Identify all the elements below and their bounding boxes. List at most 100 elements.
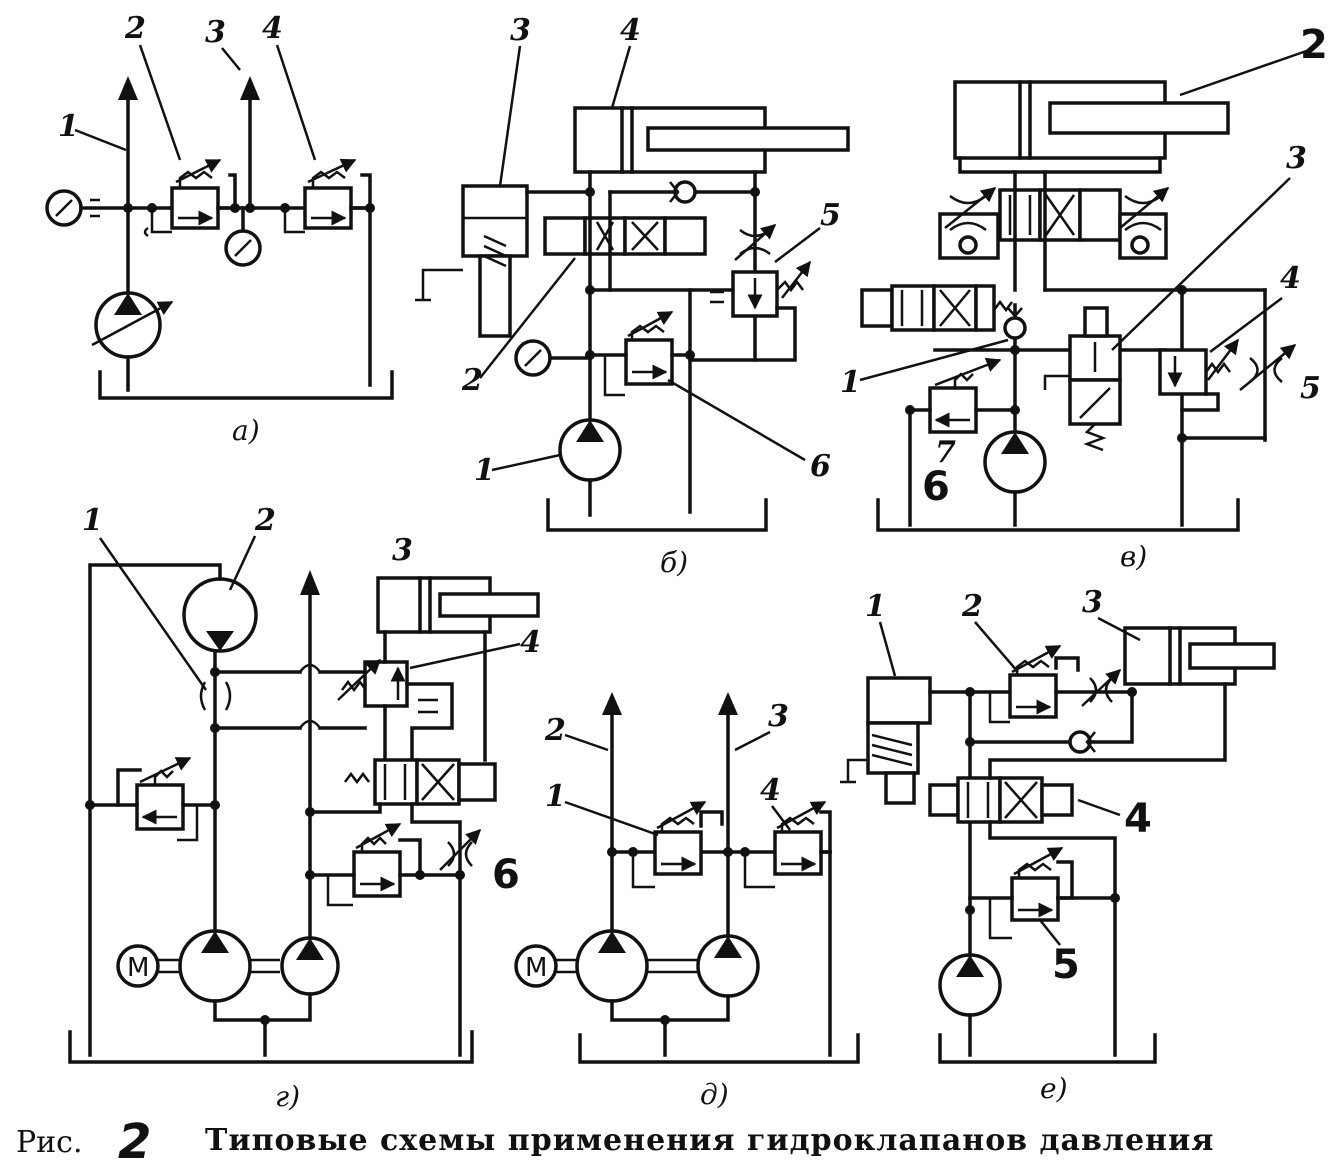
panel-v-label-2: 2 — [1300, 22, 1328, 68]
panel-g-label-4: 4 — [520, 625, 541, 660]
panel-d: M — [514, 692, 860, 1111]
panel-a-tank — [98, 370, 394, 400]
panel-b-label-6: 6 — [810, 449, 831, 484]
panel-v-pressure-valve-4 — [1158, 338, 1239, 412]
svg-text:M: M — [127, 953, 149, 983]
panel-b-label-4: 4 — [620, 13, 641, 48]
panel-v-relief-valve-6 — [905, 357, 1020, 527]
panel-e-throttle — [1081, 668, 1122, 707]
panel-v-pump — [983, 430, 1047, 527]
panel-a-arrow-3 — [240, 76, 260, 100]
panel-e-check-valve — [968, 690, 1134, 754]
panel-d-pump-left — [575, 929, 649, 1003]
panel-b-pressure-valve-5 — [688, 260, 811, 362]
panel-v-directional-valve-top — [998, 188, 1122, 242]
panel-g-pump-main — [178, 929, 252, 1003]
panel-v-label-3: 3 — [1286, 141, 1307, 176]
panel-v-throttle-5 — [1177, 344, 1297, 443]
panel-b-label-3: 3 — [510, 13, 531, 48]
panel-e-sublabel: е) — [1040, 1072, 1068, 1105]
panel-v-tank — [876, 498, 1240, 532]
panel-e-cylinder-3 — [1123, 626, 1276, 686]
panel-d-relief-valve-1 — [631, 800, 724, 889]
panel-e-label-5: 5 — [1052, 942, 1080, 988]
panel-b-pump-1 — [558, 418, 622, 517]
panel-a-variable-pump — [91, 291, 174, 392]
panel-a-arrow-1 — [118, 76, 138, 100]
caption-number: 2 — [118, 1114, 151, 1170]
panel-v-label-6: 6 — [922, 464, 950, 510]
panel-d-label-4: 4 — [760, 773, 781, 808]
panel-b-sublabel: б) — [660, 546, 688, 579]
panel-b-sequence-unit-3 — [415, 184, 592, 338]
panel-e-label-2: 2 — [961, 589, 983, 624]
panel-b: 3 4 5 2 1 6 б) — [415, 13, 850, 579]
panel-v-cylinder-2 — [953, 80, 1230, 174]
panel-e-label-4: 4 — [1124, 796, 1152, 842]
panel-e-pump — [938, 953, 1002, 1057]
panel-g-pressure-valve-lower — [308, 822, 465, 907]
panel-d-relief-valve-4 — [743, 800, 832, 889]
panel-d-motor: M — [514, 944, 578, 988]
panel-g-cylinder-3 — [376, 576, 540, 634]
panel-b-label-1: 1 — [474, 453, 495, 488]
panel-b-pressure-gauge — [514, 339, 592, 377]
caption-prefix: Рис. — [16, 1125, 83, 1160]
panel-e-tank — [938, 1033, 1157, 1064]
panel-d-arrow-2 — [602, 692, 622, 715]
panel-g-directional-valve — [308, 630, 497, 1057]
panel-a-label-4: 4 — [262, 11, 283, 46]
panel-e-relief-valve-5 — [968, 846, 1117, 940]
panel-a-sublabel: а) — [232, 414, 260, 447]
caption-text: Типовые схемы применения гидроклапанов д… — [205, 1123, 1214, 1158]
panel-a-relief-valve-2 — [143, 158, 237, 238]
panel-v-label-7: 7 — [935, 435, 956, 470]
panel-b-label-5: 5 — [820, 198, 841, 233]
panel-v-directional-valve-left — [860, 284, 1013, 332]
panel-e-label-3: 3 — [1082, 585, 1103, 620]
panel-e-sequence-unit-1 — [840, 676, 932, 805]
panel-v: 2 3 4 5 1 7 6 в) — [840, 22, 1328, 573]
panel-a-label-1: 1 — [58, 109, 79, 144]
panel-a: 1 2 3 4 а) — [45, 11, 394, 447]
panel-e: 1 2 3 4 5 е) — [840, 585, 1276, 1105]
panel-d-pump-right — [696, 934, 760, 998]
panel-v-sublabel: в) — [1120, 540, 1147, 573]
panel-v-throttle-check-right — [1118, 187, 1170, 260]
panel-a-pressure-gauge-left — [45, 189, 130, 227]
panel-g-label-3: 3 — [392, 533, 413, 568]
panel-a-label-2: 2 — [124, 11, 146, 46]
panel-v-label-1: 1 — [840, 365, 861, 400]
panel-d-label-2: 2 — [544, 713, 566, 748]
panel-d-sublabel: д) — [700, 1078, 729, 1111]
panel-g-arrow-up — [300, 570, 320, 595]
figure-caption: Рис. 2 Типовые схемы применения гидрокла… — [16, 1114, 1214, 1170]
panel-e-label-1: 1 — [865, 589, 886, 624]
panel-g: M — [68, 503, 541, 1113]
panel-b-cylinder-4 — [573, 106, 850, 174]
panel-a-relief-valve-4 — [283, 158, 372, 234]
panel-g-relief-valve — [85, 756, 217, 842]
panel-g-throttle-6 — [439, 828, 482, 871]
panel-g-label-6: 6 — [492, 852, 520, 898]
panel-g-pressure-valve-4 — [337, 630, 454, 762]
panel-b-label-2: 2 — [461, 363, 483, 398]
panel-d-label-1: 1 — [545, 779, 566, 814]
panel-b-check-valve — [608, 180, 757, 204]
panel-v-solenoid-valve-3 — [1043, 306, 1122, 452]
panel-g-tank — [68, 1030, 474, 1064]
panel-a-pressure-gauge-middle — [224, 206, 262, 267]
panel-g-sublabel: г) — [275, 1080, 300, 1113]
panel-v-label-4: 4 — [1280, 261, 1301, 296]
panel-d-arrow-3 — [718, 692, 738, 715]
panel-g-motor: M — [116, 944, 180, 988]
panel-d-tank — [578, 1033, 860, 1064]
panel-v-throttle-check-left — [938, 187, 1000, 260]
svg-text:M: M — [525, 953, 547, 983]
panel-e-pressure-valve-2 — [988, 644, 1134, 724]
panel-g-pump-aux — [280, 936, 340, 996]
panel-g-hydromotor-2 — [182, 577, 258, 653]
panel-a-label-3: 3 — [205, 15, 226, 50]
panel-e-directional-valve-4 — [928, 682, 1227, 1057]
